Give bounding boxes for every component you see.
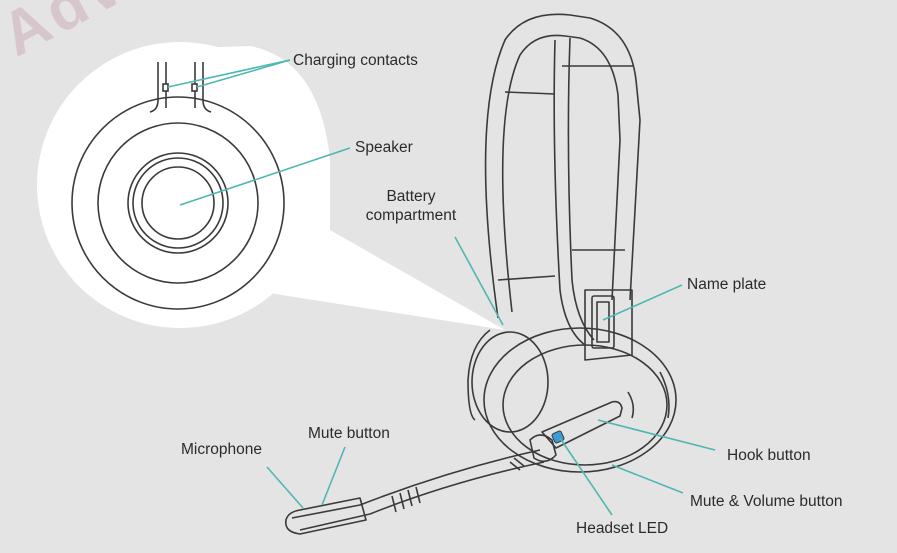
earcup-slot bbox=[627, 391, 635, 419]
label-mute-button: Mute button bbox=[308, 425, 390, 442]
earcup-back bbox=[467, 329, 491, 421]
headband-inner bbox=[501, 34, 621, 313]
headband-seg-1 bbox=[504, 91, 556, 95]
leader-led bbox=[559, 437, 613, 516]
name-plate-inner bbox=[596, 301, 610, 343]
headband-outer bbox=[484, 13, 641, 319]
mic-pivot bbox=[529, 434, 557, 463]
label-name-plate: Name plate bbox=[687, 276, 767, 293]
charging-post-left bbox=[149, 62, 159, 113]
earcup-rim bbox=[659, 371, 670, 419]
leader-lines bbox=[167, 59, 716, 516]
earcup-ring-4 bbox=[132, 157, 224, 249]
mic-grille bbox=[284, 497, 367, 535]
name-plate bbox=[591, 295, 615, 349]
mic-ribs bbox=[391, 486, 421, 513]
headband-seg-2 bbox=[497, 275, 556, 281]
headband-side-inner bbox=[567, 37, 595, 341]
label-speaker: Speaker bbox=[355, 139, 413, 156]
leader-hook bbox=[597, 419, 716, 451]
label-microphone: Microphone bbox=[181, 441, 262, 458]
earcup-ring-outer bbox=[71, 96, 285, 310]
label-hook-button: Hook button bbox=[727, 447, 811, 464]
earpad bbox=[471, 331, 549, 433]
headband-side-outer bbox=[553, 39, 586, 346]
leader-microphone bbox=[266, 466, 304, 509]
boom-arm bbox=[291, 449, 541, 519]
leader-name-plate bbox=[602, 284, 683, 321]
leader-speaker bbox=[179, 147, 351, 206]
leader-battery bbox=[454, 236, 504, 326]
leader-mute-volume bbox=[611, 464, 684, 494]
label-charging-contacts: Charging contacts bbox=[293, 52, 418, 69]
earcup-face bbox=[502, 344, 668, 466]
label-mute-volume-button: Mute & Volume button bbox=[690, 493, 843, 510]
charging-contact-left bbox=[162, 83, 169, 92]
leader-charging-right bbox=[196, 59, 291, 88]
label-battery-compartment: Battery compartment bbox=[355, 187, 467, 225]
leader-mute-button bbox=[321, 446, 346, 506]
earcup-detail bbox=[71, 62, 285, 310]
speaker-center bbox=[141, 166, 215, 240]
zoom-circle bbox=[37, 42, 323, 328]
earcup-ring-2 bbox=[97, 122, 259, 284]
earcup-ring-3 bbox=[127, 152, 229, 254]
leader-charging-left bbox=[167, 59, 291, 88]
charging-contact-right bbox=[191, 83, 198, 92]
label-battery-line2: compartment bbox=[365, 207, 457, 224]
boom-joint bbox=[509, 457, 525, 471]
label-headset-led: Headset LED bbox=[576, 520, 669, 537]
earcup-outer bbox=[483, 327, 677, 473]
boom-arm-lower bbox=[299, 461, 545, 531]
label-battery-line1: Battery bbox=[386, 188, 436, 205]
hook-button bbox=[541, 400, 623, 449]
